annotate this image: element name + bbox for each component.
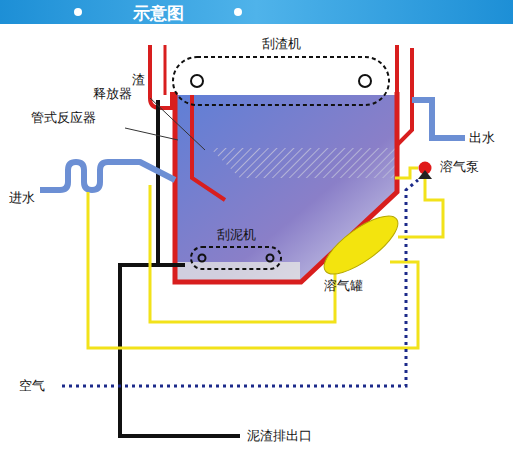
roller [191,75,203,87]
header-dot [234,8,242,16]
roller [359,75,371,87]
scraper-box: 刮渣机 [172,56,390,106]
water-line [150,185,335,322]
tank-wall [395,45,399,95]
slag-trough [150,45,172,108]
roller [199,255,206,262]
title: 示意图 [133,2,184,25]
tank-vessel [316,206,406,284]
air-line [62,180,418,386]
tube-reactor [40,162,175,190]
part-label: 进水 [8,190,36,206]
node-outline [418,161,432,175]
leader-line [125,128,178,140]
sludge-zone [175,262,300,280]
water-line [395,168,418,178]
pump-base [418,170,432,179]
leader-line [150,98,205,150]
outlet-pipe [412,100,465,138]
slag-trough [164,45,167,95]
header-dot [74,8,82,16]
water-line [88,192,418,348]
node-outline [190,246,282,270]
water-line [398,179,443,237]
part-label: 出水 [468,130,496,146]
node-label: 刮渣机 [262,36,301,52]
roller [267,255,274,262]
baffle-wall [192,95,225,200]
tank-symbol: 溶气罐 [318,214,404,276]
node-label: 刮泥机 [217,227,256,243]
part-label: 释放器 [92,86,133,102]
dashed-outline [191,247,281,269]
outlet-wall [397,48,412,145]
node-label: 溶气罐 [324,278,363,294]
part-label: 空气 [18,378,46,394]
part-label: 管式反应器 [30,110,97,126]
part-label: 泥渣排出口 [246,428,313,444]
pump-symbol: 溶气泵 [418,161,432,175]
dashed-outline [173,57,389,105]
part-label: 渣 [131,72,146,88]
scraper-box: 刮泥机 [190,246,282,270]
node-label: 溶气泵 [440,159,479,175]
node-outline [318,214,404,276]
header-band [0,0,513,24]
node-outline [172,56,390,106]
discharge-pipe [158,263,185,267]
releaser-zone [210,148,395,178]
